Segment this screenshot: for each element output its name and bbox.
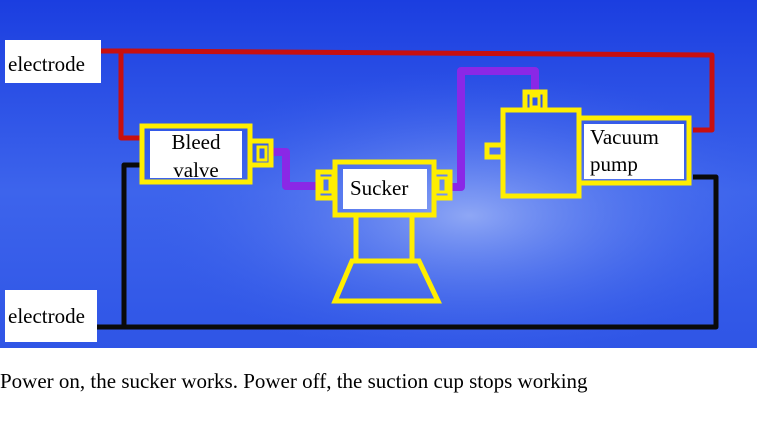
vacuum-pump-label-line2: pump xyxy=(590,152,638,176)
hose-sucker-pump xyxy=(452,67,539,191)
bleed-valve-component xyxy=(139,123,274,185)
system-diagram: electrode Bleed valve Sucker Vacuum pump… xyxy=(0,0,757,348)
vacuum-pump-component xyxy=(484,89,692,199)
bleed-valve-label-line2: valve xyxy=(173,158,219,182)
bleed-valve-label-line1: Bleed xyxy=(171,130,221,154)
electrode-label-bottom-text: electrode xyxy=(8,304,85,328)
positive-wire-main xyxy=(120,48,715,133)
electrode-label-bottom: electrode xyxy=(5,290,97,342)
sucker-label-text: Sucker xyxy=(350,176,409,200)
positive-wire xyxy=(100,48,140,141)
electrode-label-top-text: electrode xyxy=(8,52,85,76)
diagram-caption: Power on, the sucker works. Power off, t… xyxy=(0,369,588,393)
bleed-valve-label: Bleed valve xyxy=(150,130,242,182)
vacuum-pump-label-line1: Vacuum xyxy=(590,125,659,149)
vacuum-pump-label: Vacuum pump xyxy=(584,124,684,179)
sucker-label: Sucker xyxy=(343,169,427,209)
negative-wire xyxy=(121,162,719,330)
electrode-label-top: electrode xyxy=(5,40,101,83)
sucker-component xyxy=(315,159,453,304)
hose-valve-sucker xyxy=(272,148,318,190)
